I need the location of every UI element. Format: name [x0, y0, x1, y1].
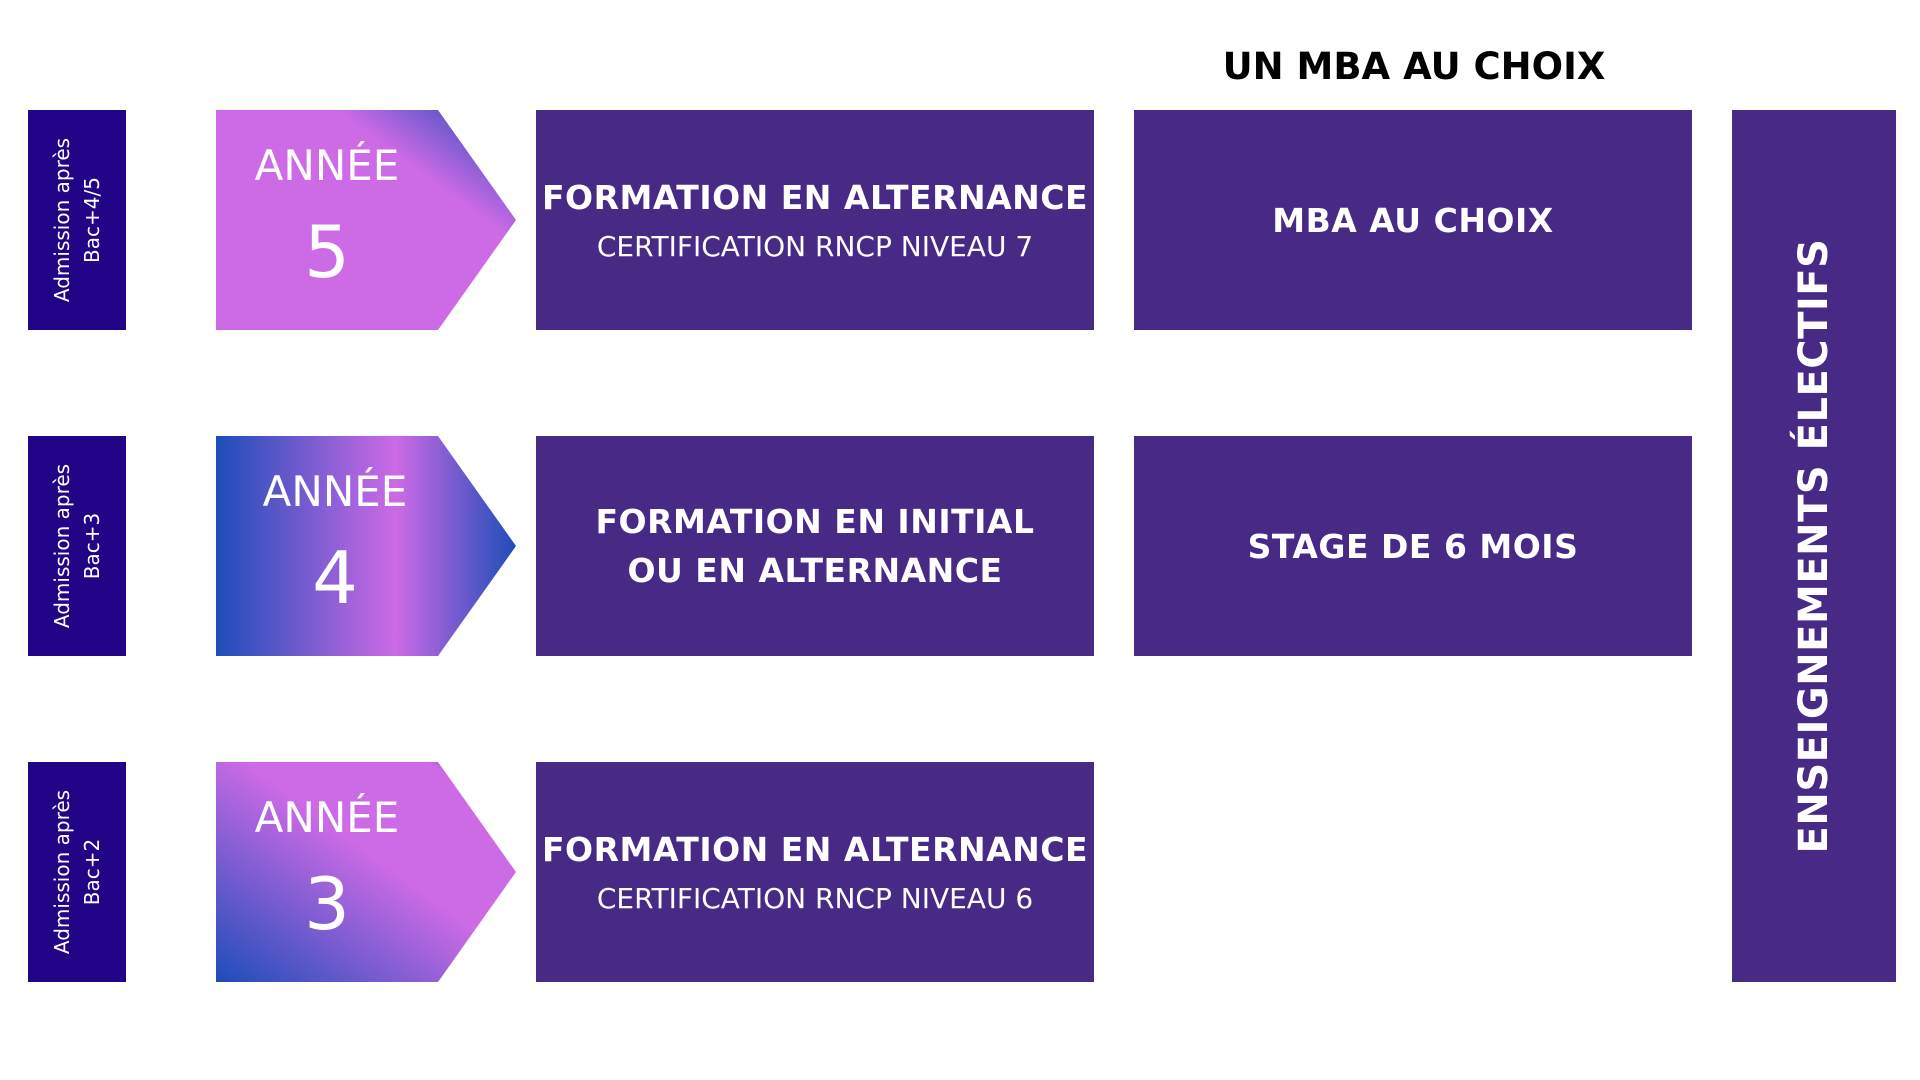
formation-certification: CERTIFICATION RNCP NIVEAU 7: [596, 229, 1034, 263]
year-4-arrow: ANNÉE 4: [216, 436, 516, 656]
admission-level: Bac+2: [80, 838, 104, 906]
option-panel-internship: STAGE DE 6 MOIS: [1134, 436, 1692, 656]
option-label: MBA AU CHOIX: [1272, 200, 1554, 240]
year-5-arrow: ANNÉE 5: [216, 110, 516, 330]
formation-panel-year-5: FORMATION EN ALTERNANCE CERTIFICATION RN…: [536, 110, 1094, 330]
year-number: 3: [304, 862, 350, 946]
admission-label: Admission après: [50, 463, 74, 629]
year-3-chevron-shape: [216, 762, 516, 982]
electives-column: ENSEIGNEMENTS ÉLECTIFS: [1732, 110, 1896, 982]
year-4-chevron-shape: [216, 436, 516, 656]
year-label: ANNÉE: [262, 467, 408, 516]
admission-badge-bac-4-5: Admission après Bac+4/5: [28, 110, 126, 330]
year-number: 5: [304, 210, 350, 294]
formation-panel-year-3: FORMATION EN ALTERNANCE CERTIFICATION RN…: [536, 762, 1094, 982]
admission-level: Bac+3: [80, 512, 104, 580]
admission-level: Bac+4/5: [80, 177, 104, 263]
year-5-chevron-shape: [216, 110, 516, 330]
electives-label: ENSEIGNEMENTS ÉLECTIFS: [1791, 238, 1837, 854]
year-label: ANNÉE: [254, 141, 400, 190]
mba-heading: UN MBA AU CHOIX: [1222, 45, 1606, 88]
admission-label: Admission après: [50, 137, 74, 303]
year-3-arrow: ANNÉE 3: [216, 762, 516, 982]
admission-label: Admission après: [50, 789, 74, 955]
option-label: STAGE DE 6 MOIS: [1247, 526, 1579, 566]
formation-certification: CERTIFICATION RNCP NIVEAU 6: [596, 881, 1034, 915]
year-label: ANNÉE: [254, 793, 400, 842]
option-panel-mba: MBA AU CHOIX: [1134, 110, 1692, 330]
year-number: 4: [312, 536, 358, 620]
formation-title: FORMATION EN ALTERNANCE: [541, 829, 1089, 869]
formation-panel-year-4: FORMATION EN INITIAL OU EN ALTERNANCE: [536, 436, 1094, 656]
formation-title-line-1: FORMATION EN INITIAL: [595, 502, 1035, 541]
admission-badge-bac-3: Admission après Bac+3: [28, 436, 126, 656]
admission-badge-bac-2: Admission après Bac+2: [28, 762, 126, 982]
formation-title-line-2: OU EN ALTERNANCE: [627, 551, 1003, 590]
formation-title: FORMATION EN ALTERNANCE: [541, 177, 1089, 217]
